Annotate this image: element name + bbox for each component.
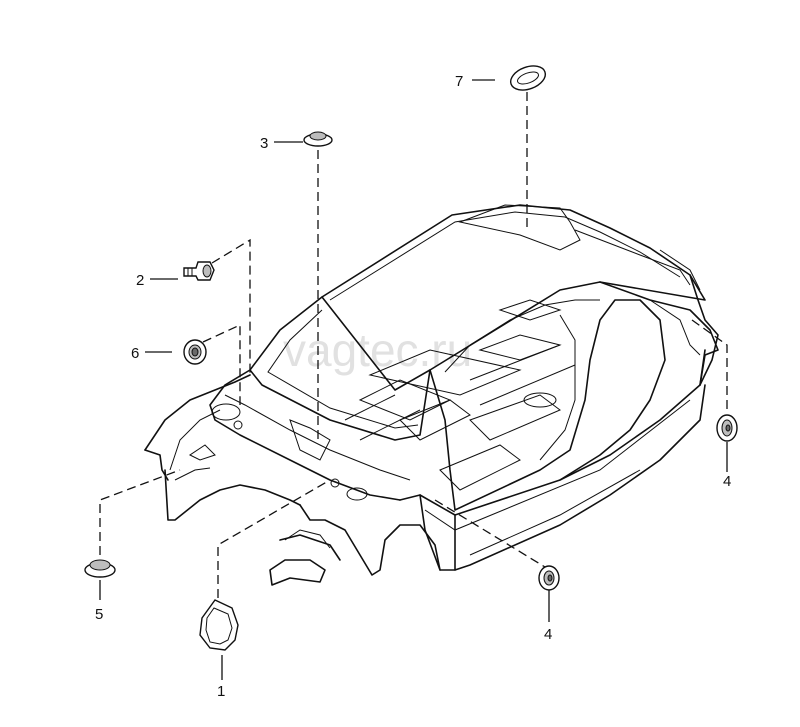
grommet[interactable] (183, 339, 207, 365)
leader-lines (99, 79, 728, 680)
callout-7: 7 (455, 73, 463, 90)
right-strut-tower (346, 487, 368, 501)
round-plug-cowl[interactable] (303, 131, 333, 147)
callout-6: 5 (95, 606, 103, 623)
car-body-shell (144, 204, 719, 586)
rear-quarter-panel (599, 281, 719, 386)
callout-1: 1 (217, 683, 225, 700)
round-plug-right-sill[interactable] (538, 565, 560, 591)
expanding-rivet[interactable] (183, 261, 215, 281)
right-front-wheelhouse (299, 504, 441, 576)
callout-2: 2 (136, 272, 144, 289)
round-plug-front[interactable] (84, 559, 116, 578)
callout-4b: 4 (723, 473, 731, 490)
sealing-gasket[interactable] (199, 599, 239, 651)
callout-5: 6 (131, 345, 139, 362)
door-opening-frame (429, 299, 666, 511)
floor-structure (344, 299, 576, 491)
round-plug-rear-side[interactable] (716, 414, 738, 442)
callout-3: 3 (260, 135, 268, 152)
front-cowl (209, 369, 401, 501)
left-front-wheelhouse (144, 374, 251, 451)
callout-4a: 4 (544, 626, 552, 643)
oval-plug-roof[interactable] (507, 62, 548, 95)
left-strut-tower (211, 403, 241, 421)
